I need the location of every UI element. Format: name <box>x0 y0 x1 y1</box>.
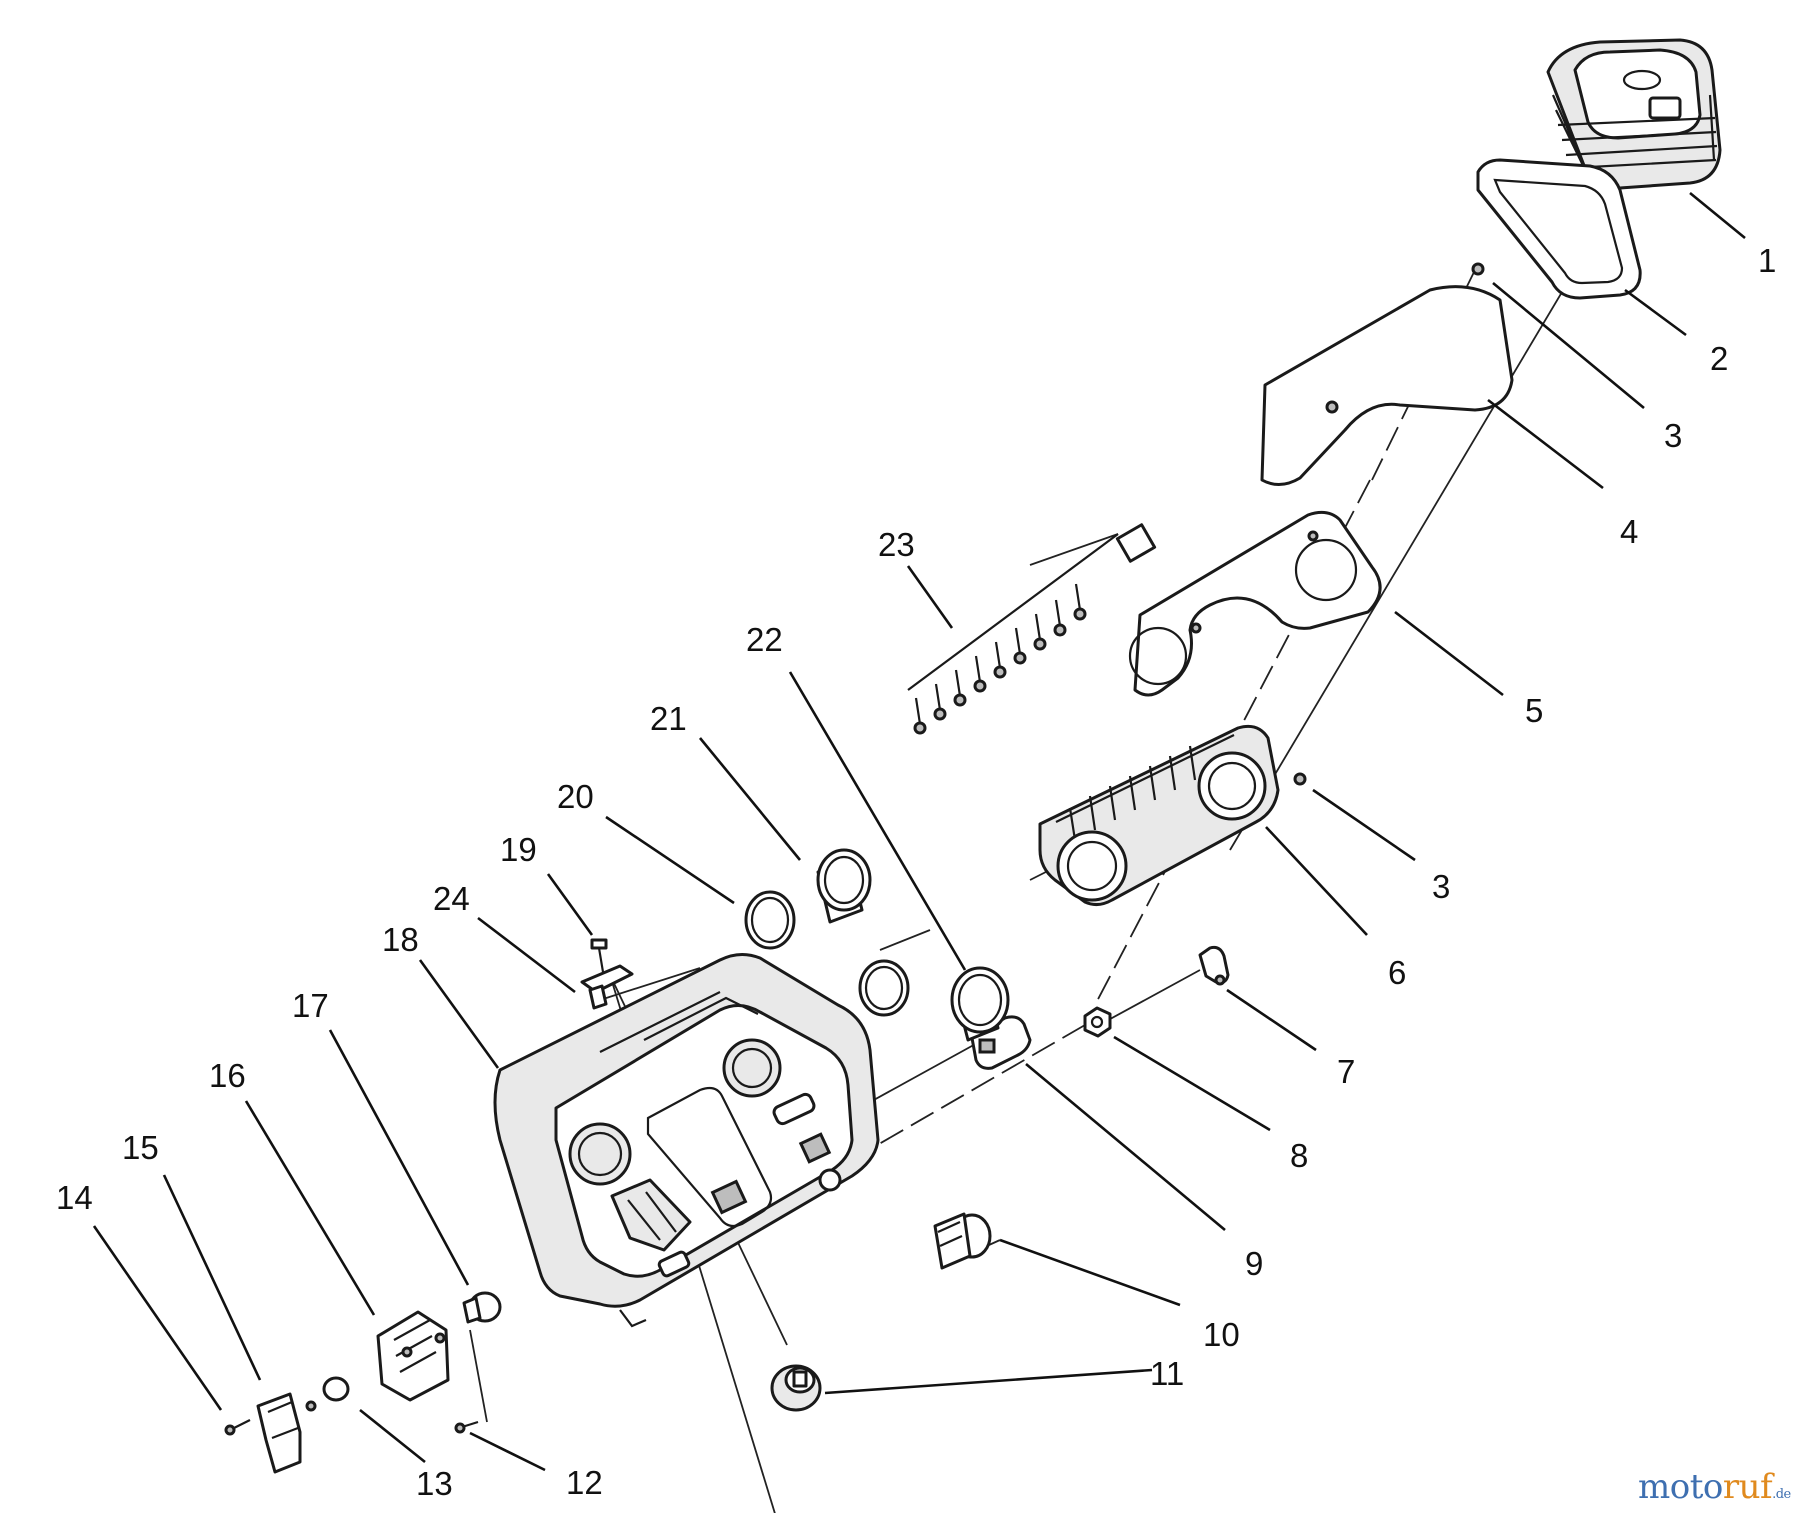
callout-13: 13 <box>416 1465 453 1502</box>
leader-12 <box>469 1431 546 1472</box>
part-18-console-housing <box>493 953 880 1328</box>
leader-18 <box>418 959 500 1069</box>
callout-16: 16 <box>209 1057 246 1094</box>
callout-labels: 1 2 3 4 5 3 6 7 8 9 10 11 12 13 14 15 16… <box>56 242 1776 1502</box>
part-3-screw-lower <box>1293 772 1307 786</box>
leader-23 <box>906 565 954 629</box>
watermark-part-3: .de <box>1772 1487 1791 1502</box>
callout-2: 2 <box>1710 340 1728 377</box>
callout-10: 10 <box>1203 1316 1240 1353</box>
part-1-cover <box>1546 38 1722 190</box>
leader-19 <box>546 873 594 936</box>
leader-21 <box>698 737 802 861</box>
part-13-cap <box>322 1376 350 1402</box>
part-6-gauge-housing <box>1038 724 1280 907</box>
leader-22 <box>788 671 967 971</box>
leader-lines <box>92 191 1746 1472</box>
watermark-part-2: ruf <box>1722 1467 1773 1507</box>
leader-10 <box>999 1238 1181 1307</box>
leader-3b <box>1312 788 1416 862</box>
callout-7: 7 <box>1337 1053 1355 1090</box>
part-8-nut <box>1083 1006 1112 1038</box>
leader-16 <box>244 1100 376 1316</box>
part-21-gauge <box>816 848 872 924</box>
callout-20: 20 <box>557 778 594 815</box>
part-23-wire-harness <box>907 523 1157 735</box>
callout-15: 15 <box>122 1129 159 1166</box>
leader-2 <box>1624 288 1687 337</box>
callout-4: 4 <box>1620 513 1638 550</box>
part-14-screw <box>224 1419 251 1436</box>
part-19-screw <box>590 938 608 973</box>
callout-12: 12 <box>566 1464 603 1501</box>
leader-8 <box>1113 1035 1271 1132</box>
watermark-part-1: moto <box>1638 1467 1723 1507</box>
callout-9: 9 <box>1245 1245 1263 1282</box>
callout-11: 11 <box>1150 1355 1184 1392</box>
part-24-bracket <box>580 964 634 1010</box>
callout-3b: 3 <box>1432 868 1450 905</box>
leader-20 <box>605 815 735 905</box>
part-5-plate <box>1128 510 1382 697</box>
callout-24: 24 <box>433 880 470 917</box>
part-20-ring <box>744 890 796 950</box>
part-2-gasket <box>1476 158 1642 300</box>
leader-1 <box>1689 191 1746 240</box>
callout-22: 22 <box>746 621 783 658</box>
leader-9 <box>1025 1063 1226 1231</box>
leader-5 <box>1394 610 1504 697</box>
watermark-logo: motoruf.de <box>1638 1467 1791 1507</box>
leader-17 <box>328 1029 470 1286</box>
part-10-indicator <box>933 1212 992 1270</box>
callout-5: 5 <box>1525 692 1543 729</box>
leader-4 <box>1487 398 1604 490</box>
callout-3: 3 <box>1664 417 1682 454</box>
part-20b-ring <box>858 959 910 1017</box>
callout-21: 21 <box>650 700 687 737</box>
part-7-clip <box>1198 945 1230 986</box>
callout-14: 14 <box>56 1179 93 1216</box>
leader-13 <box>359 1408 426 1464</box>
part-16-switch-body <box>376 1310 450 1402</box>
part-12-screw <box>454 1420 479 1434</box>
callout-1: 1 <box>1758 242 1776 279</box>
leader-11 <box>824 1368 1153 1395</box>
part-11-knob <box>770 1364 822 1412</box>
leader-6 <box>1265 826 1368 936</box>
callout-17: 17 <box>292 987 329 1024</box>
part-17-bulb <box>462 1291 502 1324</box>
part-4-decal <box>1260 285 1514 486</box>
leader-24 <box>477 916 576 994</box>
leader-14 <box>92 1225 223 1411</box>
leader-15 <box>162 1174 262 1381</box>
leader-7 <box>1226 988 1317 1052</box>
leader-3 <box>1492 281 1645 410</box>
part-22-gauge <box>950 966 1010 1042</box>
callout-6: 6 <box>1388 954 1406 991</box>
callout-18: 18 <box>382 921 419 958</box>
callout-8: 8 <box>1290 1137 1308 1174</box>
callout-23: 23 <box>878 526 915 563</box>
callout-19: 19 <box>500 831 537 868</box>
part-15-bracket <box>256 1392 317 1474</box>
